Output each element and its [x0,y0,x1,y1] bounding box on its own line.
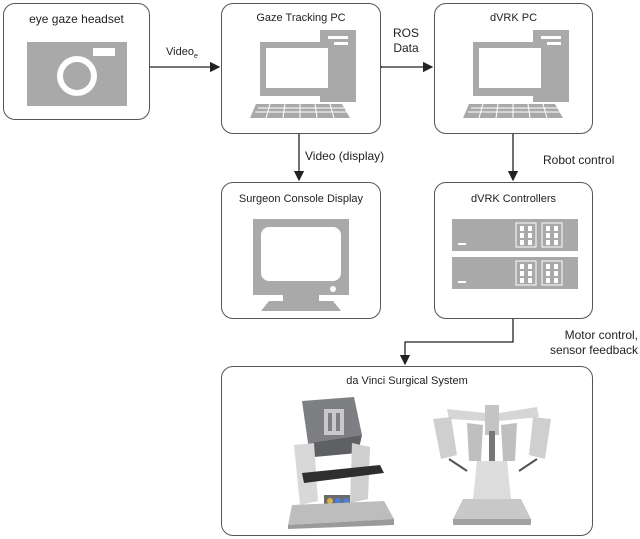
node-title: dVRK Controllers [471,193,556,205]
node-title: dVRK PC [489,12,538,24]
node-dvrk-pc: dVRK PC [434,3,593,134]
node-eye-gaze-headset: eye gaze headset [3,3,150,120]
node-title: da Vinci Surgical System [346,375,468,387]
node-gaze-tracking-pc: Gaze Tracking PC [221,3,381,134]
video-label-subscript: e [193,53,198,61]
node-dvrk-controllers: dVRK Controllers [434,182,593,319]
desktop-computer-icon [463,30,569,119]
node-title: Gaze Tracking PC [256,12,346,24]
edge-label-ros-data: ROS Data [390,26,422,56]
ros-label-line2: Data [393,41,419,55]
motor-label-line1: Motor control, [564,328,638,342]
edge-label-robot-control: Robot control [543,153,615,167]
ros-label-line1: ROS [392,26,419,40]
edge-label-motor-control: Motor control, sensor feedback [530,328,638,358]
camera-icon [27,42,127,106]
controller-rack-icon [452,219,578,289]
node-title: eye gaze headset [29,12,124,26]
motor-label-line2: sensor feedback [549,343,638,357]
edge-label-video: Videoe [166,45,198,64]
edge-label-video-display: Video (display) [305,149,385,163]
node-da-vinci-surgical-system: da Vinci Surgical System [221,366,593,536]
arrow-motor-control [399,309,519,366]
node-surgeon-console-display: Surgeon Console Display [221,182,381,319]
monitor-icon [253,219,349,311]
patient-side-cart-illustration [433,405,551,525]
surgeon-console-illustration [288,397,394,529]
desktop-computer-icon [250,30,356,119]
video-label-main: Video [166,46,194,58]
node-title: Surgeon Console Display [238,193,364,205]
